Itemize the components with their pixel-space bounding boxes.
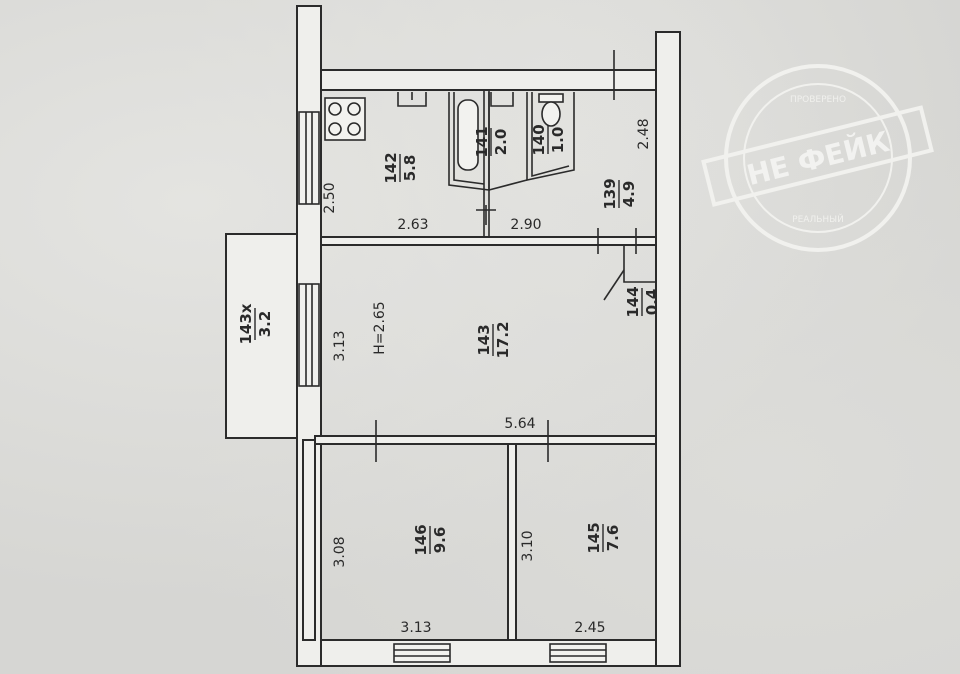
room-label-143x: 143x 3.2 — [237, 303, 274, 344]
dimension-label: 2.90 — [510, 217, 541, 233]
room-id: 141 — [473, 126, 491, 157]
windows — [298, 111, 607, 663]
room-id: 145 — [585, 522, 603, 553]
interior-walls — [314, 50, 657, 641]
room-area: 3.2 — [256, 311, 274, 338]
stove-icon — [324, 97, 366, 141]
ceiling-height-label: H=2.65 — [372, 301, 388, 354]
room-id: 143x — [237, 303, 255, 344]
dimension-label: 3.08 — [332, 536, 348, 567]
room-id: 143 — [475, 324, 493, 355]
room-area: 9.6 — [431, 527, 449, 554]
dimension-label: 2.48 — [636, 118, 652, 149]
room-label-139: 139 4.9 — [601, 178, 638, 209]
dimension-label: 2.50 — [322, 182, 338, 213]
dimension-label: 3.10 — [520, 530, 536, 561]
dimension-label: 5.64 — [504, 416, 535, 432]
bathroom-sink-icon — [490, 92, 514, 107]
room-area: 2.0 — [492, 129, 510, 156]
room-area: 4.9 — [620, 181, 638, 208]
watermark-bottom-text: РЕАЛЬНЫЙ — [792, 213, 844, 225]
dimension-label: 2.63 — [397, 217, 428, 233]
room-id: 140 — [530, 124, 548, 155]
watermark-stamp: ПРОВЕРЕНО НЕ ФЕЙК РЕАЛЬНЫЙ — [701, 64, 934, 252]
room-label-140: 140 1.0 — [530, 124, 567, 155]
dimension-label: 3.13 — [332, 330, 348, 361]
room-area: 1.0 — [549, 127, 567, 154]
room-area: 7.6 — [604, 525, 622, 552]
watermark-top-text: ПРОВЕРЕНО — [790, 95, 846, 105]
room-label-144: 144 0.4 — [624, 286, 661, 317]
bathtub-icon — [457, 99, 479, 171]
balcony-outline — [225, 233, 303, 439]
toilet-icon — [538, 93, 564, 127]
room-label-145: 145 7.6 — [585, 522, 622, 553]
room-id: 139 — [601, 178, 619, 209]
room-label-146: 146 9.6 — [412, 524, 449, 555]
room-area: 17.2 — [494, 321, 512, 358]
dimension-label: 2.45 — [574, 620, 605, 636]
room-id: 144 — [624, 286, 642, 317]
room-label-143: 143 17.2 — [475, 321, 512, 358]
room-area: 0.4 — [643, 289, 661, 316]
room-area: 5.8 — [401, 155, 419, 182]
room-label-141: 141 2.0 — [473, 126, 510, 157]
sink-icon — [397, 92, 427, 107]
dimension-label: 3.13 — [400, 620, 431, 636]
room-label-142: 142 5.8 — [382, 152, 419, 183]
room-id: 142 — [382, 152, 400, 183]
room-id: 146 — [412, 524, 430, 555]
